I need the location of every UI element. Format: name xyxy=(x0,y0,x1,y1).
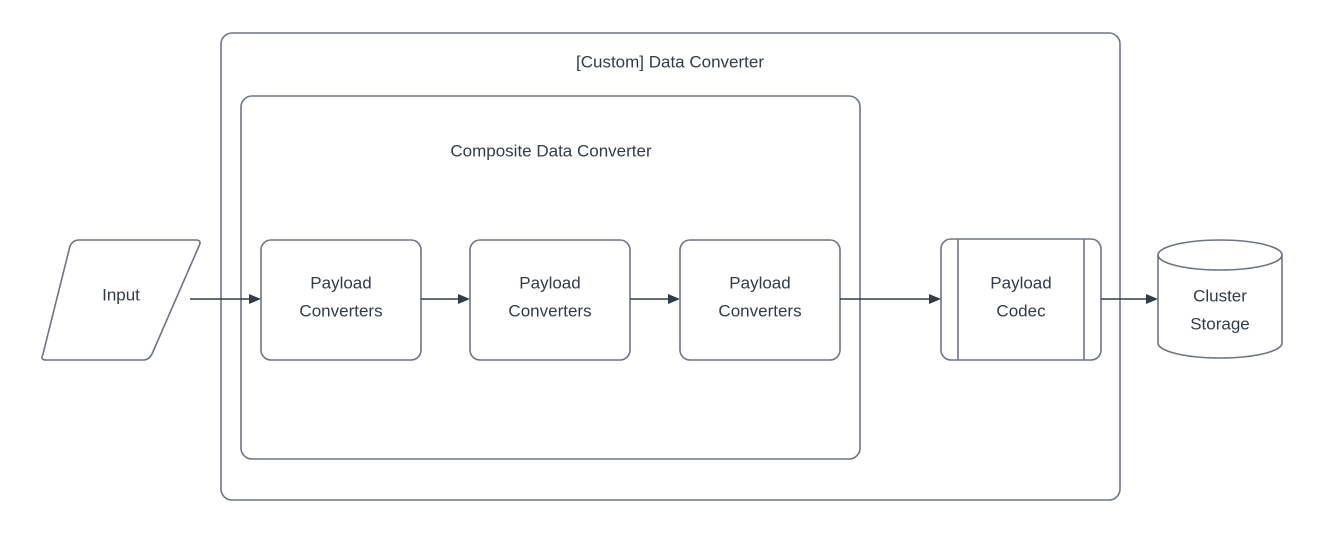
arrowhead-icon xyxy=(929,294,941,304)
arrowhead-icon xyxy=(1146,294,1158,304)
payload-converters-3-label-line-1: Payload xyxy=(729,273,790,292)
payload-converters-3-box xyxy=(679,239,841,361)
node-input[interactable]: Input xyxy=(41,239,201,361)
edge-payload-codec-to-cluster-storage xyxy=(1101,294,1158,304)
input-parallelogram xyxy=(41,239,201,361)
cluster-storage-label-line-2: Storage xyxy=(1190,314,1250,333)
composite-data-converter-border xyxy=(240,95,861,460)
payload-converters-1-label-line-2: Converters xyxy=(299,301,382,320)
edge-converter-3-to-payload-codec xyxy=(840,294,941,304)
edge-input-to-converter-1 xyxy=(190,294,261,304)
composite-data-converter-label: Composite Data Converter xyxy=(450,141,652,160)
payload-converters-3-label-line-2: Converters xyxy=(718,301,801,320)
payload-converters-2-box xyxy=(469,239,631,361)
input-label: Input xyxy=(102,285,140,304)
node-payload-converters-3[interactable]: Payload Converters xyxy=(679,239,841,361)
payload-converters-2-label-line-1: Payload xyxy=(519,273,580,292)
payload-converters-2-label-line-2: Converters xyxy=(508,301,591,320)
arrowhead-icon xyxy=(668,294,680,304)
payload-codec-label-line-1: Payload xyxy=(990,273,1051,292)
payload-codec-label-line-2: Codec xyxy=(996,301,1046,320)
container-custom-data-converter[interactable]: [Custom] Data Converter xyxy=(220,32,1121,501)
custom-data-converter-label: [Custom] Data Converter xyxy=(576,52,764,71)
payload-codec-box xyxy=(940,238,1102,361)
container-composite-data-converter[interactable]: Composite Data Converter xyxy=(240,95,861,460)
payload-converters-1-box xyxy=(260,239,422,361)
payload-converters-1-label-line-1: Payload xyxy=(310,273,371,292)
cluster-storage-body xyxy=(1157,254,1283,359)
edge-converter-1-to-converter-2 xyxy=(421,294,470,304)
arrowhead-icon xyxy=(249,294,261,304)
node-payload-converters-2[interactable]: Payload Converters xyxy=(469,239,631,361)
custom-data-converter-border xyxy=(220,32,1121,501)
cluster-storage-label-line-1: Cluster xyxy=(1193,286,1247,305)
edge-converter-2-to-converter-3 xyxy=(630,294,680,304)
node-payload-codec[interactable]: Payload Codec xyxy=(940,238,1102,361)
cluster-storage-top-ellipse xyxy=(1157,239,1283,271)
node-cluster-storage[interactable]: Cluster Storage xyxy=(1157,239,1283,359)
arrowhead-icon xyxy=(458,294,470,304)
node-payload-converters-1[interactable]: Payload Converters xyxy=(260,239,422,361)
